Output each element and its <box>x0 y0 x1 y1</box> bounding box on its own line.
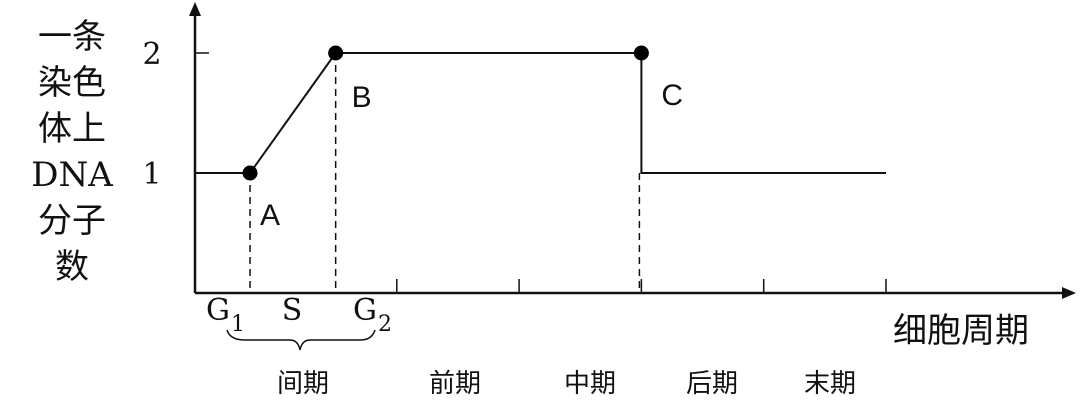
phase-label: 间期 <box>277 369 329 399</box>
x-axis-arrow <box>1062 287 1076 299</box>
phase-label: 前期 <box>429 369 481 399</box>
subphase-subscript: 1 <box>231 312 245 337</box>
dna-series-line <box>195 52 886 174</box>
point-label-b: B <box>352 81 372 114</box>
y-label-line: 数 <box>55 247 89 287</box>
point-label-c: C <box>661 79 683 112</box>
subphase-label: G <box>353 293 377 328</box>
phase-label: 中期 <box>564 369 616 399</box>
y-tick-label: 2 <box>142 37 161 72</box>
point-label-a: A <box>260 199 280 232</box>
subphase-subscript: 2 <box>378 312 392 337</box>
y-label-line: 体上 <box>38 109 106 149</box>
y-label-line: DNA <box>31 155 113 195</box>
x-axis-label: 细胞周期 <box>893 311 1029 351</box>
subphase-label: G <box>206 293 230 328</box>
chart-marks: A B C <box>195 45 886 293</box>
y-label-line: 一条 <box>38 17 106 57</box>
subphase-label: S <box>282 293 303 328</box>
point-b <box>328 45 344 61</box>
y-axis-arrow <box>189 2 201 16</box>
interphase-brace <box>226 329 376 351</box>
y-tick-label: 1 <box>142 157 161 192</box>
point-c <box>633 45 649 61</box>
phase-label: 后期 <box>686 369 738 399</box>
phase-label: 末期 <box>804 369 856 399</box>
point-a <box>242 165 258 181</box>
y-label-line: 分子 <box>38 201 106 241</box>
y-label-line: 染色 <box>38 63 106 103</box>
